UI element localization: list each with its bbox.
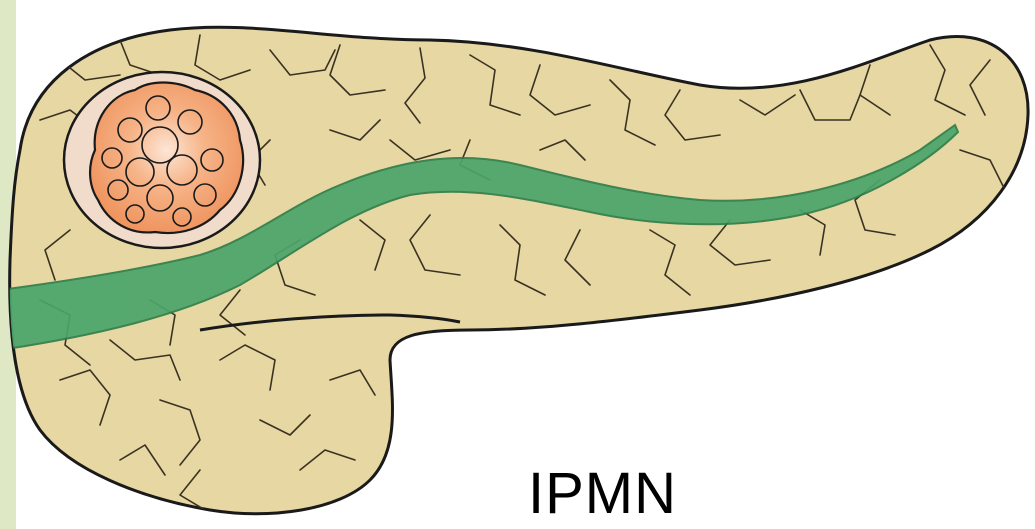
diagram-label: IPMN — [528, 462, 718, 526]
cystic-tumor — [90, 83, 243, 234]
